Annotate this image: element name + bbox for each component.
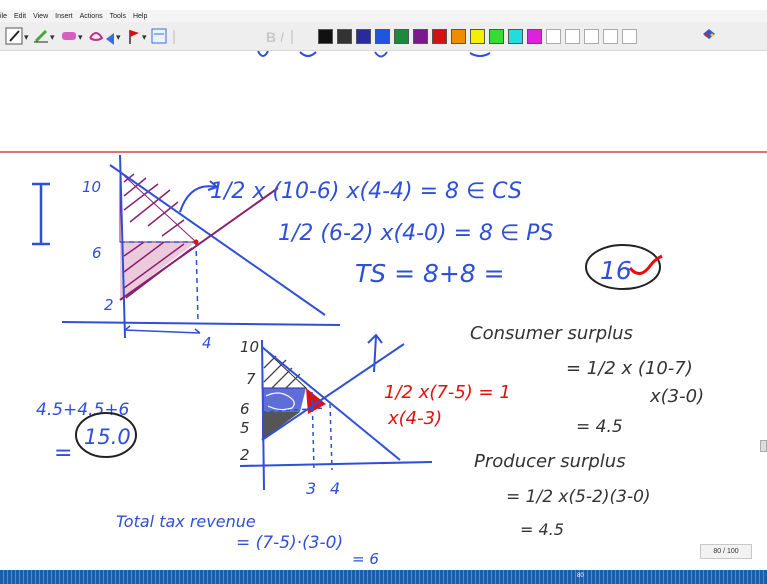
format-icons: B I [266,29,293,45]
svg-text:▾: ▾ [116,32,121,42]
top-graph: 10 6 2 4 [32,154,341,352]
empty-color-swatch[interactable] [603,29,618,44]
eraser-icon [62,32,76,40]
flag-icon [130,30,139,37]
color-swatch[interactable] [451,29,466,44]
producer-surplus-line1: = 1/2 x(5-2)(3-0) [506,487,651,507]
svg-text:B: B [266,29,276,45]
scroll-handle[interactable] [760,440,767,452]
top-y-label-6: 6 [92,244,102,262]
menu-actions[interactable]: Actions [79,12,103,20]
revenue-title: Total tax revenue [116,512,256,531]
color-swatch[interactable] [527,29,542,44]
revenue-result: = 6 [352,550,379,568]
bottom-x-label-4: 4 [330,479,340,498]
menu-ile[interactable]: ile [0,12,8,20]
ts-result-circle [585,244,661,290]
color-swatch[interactable] [470,29,485,44]
producer-surplus-title: Producer surplus [474,451,626,472]
svg-text:▾: ▾ [50,32,55,42]
top-y-label-2: 2 [104,296,114,314]
revenue-line1: = (7-5)·(3-0) [236,533,343,553]
sum-result: 15.0 [84,425,131,449]
cs-calculation: 1/2 x (10-6) x(4-4) = 8 ∈ CS [210,179,522,204]
empty-color-swatch[interactable] [622,29,637,44]
bottom-y-label-7: 7 [246,370,256,388]
svg-text:▾: ▾ [78,32,83,42]
notes-canvas[interactable]: 10 6 2 4 1/2 x (10-6) x(4-4) = 8 ∈ CS 1/… [0,51,767,570]
highlighter-icon [34,29,48,43]
empty-color-swatch[interactable] [584,29,599,44]
consumer-surplus-line1: = 1/2 x (10-7) [566,358,693,379]
color-swatch[interactable] [356,29,371,44]
consumer-surplus-line2: x(3-0) [649,386,704,407]
sum-result-circle [75,412,137,458]
tool-icons-group: ▾ ▾ ▾ ▾ ▾ [5,27,175,45]
producer-surplus-result: = 4.5 [520,520,564,539]
ts-calculation: TS = 8+8 = [355,259,505,288]
tax-calculation-line1: 1/2 x(7-5) = 1 [384,382,511,403]
insert-space-icon [106,33,114,45]
top-x-label-4: 4 [202,334,212,352]
color-swatch[interactable] [508,29,523,44]
toolbar: ▾ ▾ ▾ ▾ ▾ B I [0,22,767,51]
menu-bar: ile Edit View Insert Actions Tools Help [0,10,767,22]
menu-help[interactable]: Help [132,12,148,20]
color-swatch[interactable] [432,29,447,44]
menu-edit[interactable]: Edit [14,12,27,20]
color-swatch[interactable] [394,29,409,44]
tax-calculation-line2: x(4-3) [387,408,442,429]
sum-equals: = [54,441,72,466]
top-y-label-10: 10 [82,178,101,196]
page-icon [151,28,167,44]
color-swatch[interactable] [413,29,428,44]
ps-calculation: 1/2 (6-2) x(4-0) = 8 ∈ PS [278,221,553,246]
menu-view[interactable]: View [33,12,49,20]
consumer-surplus-result: = 4.5 [576,417,623,437]
ts-result: 16 [600,256,632,285]
status-page-number: 80 [577,573,584,579]
status-bar [0,570,767,584]
sum-calculation: 4.5+4.5+6 [36,400,130,420]
menu-insert[interactable]: Insert [55,12,73,20]
bottom-y-label-2: 2 [240,446,250,464]
svg-text:▾: ▾ [142,32,147,42]
bottom-y-label-6: 6 [240,400,250,418]
bottom-graph: 10 7 6 5 2 3 4 [239,333,433,498]
bottom-y-label-10: 10 [240,338,259,356]
palette-icon[interactable] [700,26,718,46]
color-swatch[interactable] [489,29,504,44]
page-indicator: 80 / 100 [700,544,752,559]
bottom-x-label-3: 3 [306,479,316,498]
svg-text:▾: ▾ [24,32,29,42]
bottom-y-label-5: 5 [240,419,250,437]
empty-color-swatch[interactable] [565,29,580,44]
empty-color-swatch[interactable] [546,29,561,44]
lasso-icon [89,32,104,41]
color-swatch[interactable] [337,29,352,44]
consumer-surplus-title: Consumer surplus [470,323,633,344]
color-swatch[interactable] [375,29,390,44]
color-swatch[interactable] [318,29,333,44]
svg-text:I: I [280,29,284,45]
menu-tools[interactable]: Tools [109,12,126,20]
